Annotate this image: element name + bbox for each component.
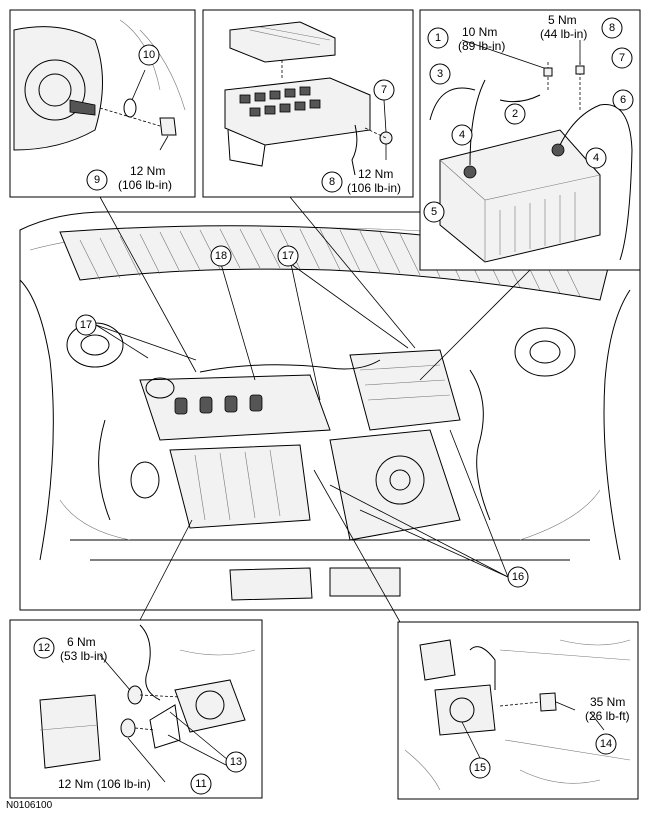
svg-text:8: 8 bbox=[609, 22, 615, 34]
svg-text:12: 12 bbox=[38, 642, 50, 654]
callout-8-fusebox: 8 bbox=[321, 171, 343, 193]
svg-text:15: 15 bbox=[474, 762, 486, 774]
inset-alternator bbox=[9, 9, 196, 198]
inset-starter bbox=[9, 619, 263, 799]
svg-text:18: 18 bbox=[215, 250, 227, 262]
svg-text:11: 11 bbox=[195, 778, 206, 790]
torque-12-nm: 6 Nm bbox=[67, 635, 96, 649]
callout-11: 11 bbox=[190, 773, 212, 795]
callout-17-right: 17 bbox=[277, 245, 299, 267]
svg-text:7: 7 bbox=[381, 84, 387, 96]
torque-8-fusebox-lbin: (106 lb-in) bbox=[347, 181, 401, 195]
torque-14-nm: 35 Nm bbox=[590, 695, 625, 709]
svg-text:8: 8 bbox=[329, 176, 335, 188]
svg-text:10: 10 bbox=[143, 49, 155, 61]
torque-14-lbft: (26 lb-ft) bbox=[585, 709, 630, 723]
callout-10: 10 bbox=[138, 44, 160, 66]
leader-lines bbox=[95, 196, 531, 623]
callout-12: 12 bbox=[33, 637, 55, 659]
svg-text:4: 4 bbox=[459, 129, 465, 141]
svg-text:4: 4 bbox=[593, 152, 599, 164]
callout-1: 1 bbox=[427, 27, 449, 49]
torque-8-battery-nm: 5 Nm bbox=[548, 13, 577, 27]
callout-7-fusebox: 7 bbox=[373, 79, 395, 101]
torque-8-battery-lbin: (44 lb-in) bbox=[540, 27, 587, 41]
callout-18: 18 bbox=[210, 245, 232, 267]
svg-text:5: 5 bbox=[431, 206, 437, 218]
torque-9-lbin: (106 lb-in) bbox=[118, 178, 172, 192]
svg-text:9: 9 bbox=[94, 174, 100, 186]
callout-4-left: 4 bbox=[451, 124, 473, 146]
callout-16: 16 bbox=[507, 566, 529, 588]
callout-6: 6 bbox=[612, 89, 634, 111]
svg-text:16: 16 bbox=[512, 571, 524, 583]
svg-text:17: 17 bbox=[282, 250, 294, 262]
inset-battery bbox=[419, 9, 641, 271]
figure-id: N0106100 bbox=[6, 800, 53, 811]
callout-3: 3 bbox=[429, 63, 451, 85]
callout-13: 13 bbox=[225, 751, 247, 773]
engine-bay-illustration bbox=[19, 211, 641, 611]
callout-17-left: 17 bbox=[75, 314, 97, 336]
svg-text:2: 2 bbox=[512, 108, 518, 120]
callout-15: 15 bbox=[469, 757, 491, 779]
callout-8-battery: 8 bbox=[601, 17, 623, 39]
torque-8-fusebox-nm: 12 Nm bbox=[358, 167, 393, 181]
callout-4-right: 4 bbox=[585, 147, 607, 169]
svg-text:7: 7 bbox=[619, 52, 625, 64]
torque-11: 12 Nm (106 lb-in) bbox=[58, 777, 151, 791]
torque-1-nm: 10 Nm bbox=[462, 25, 497, 39]
torque-1-lbin: (89 lb-in) bbox=[458, 39, 505, 53]
torque-12-lbin: (53 lb-in) bbox=[60, 649, 107, 663]
torque-9-nm: 12 Nm bbox=[130, 164, 165, 178]
callout-9: 9 bbox=[86, 169, 108, 191]
callout-5: 5 bbox=[423, 201, 445, 223]
svg-text:3: 3 bbox=[437, 68, 443, 80]
svg-text:14: 14 bbox=[600, 738, 612, 750]
svg-text:1: 1 bbox=[435, 32, 441, 44]
svg-text:6: 6 bbox=[620, 94, 626, 106]
inset-fuse-box bbox=[202, 9, 414, 198]
svg-text:17: 17 bbox=[80, 319, 92, 331]
inset-bracket-bolt bbox=[397, 621, 639, 800]
callout-2: 2 bbox=[504, 103, 526, 125]
callout-14: 14 bbox=[595, 733, 617, 755]
callout-7-battery: 7 bbox=[611, 47, 633, 69]
svg-text:13: 13 bbox=[230, 756, 242, 768]
